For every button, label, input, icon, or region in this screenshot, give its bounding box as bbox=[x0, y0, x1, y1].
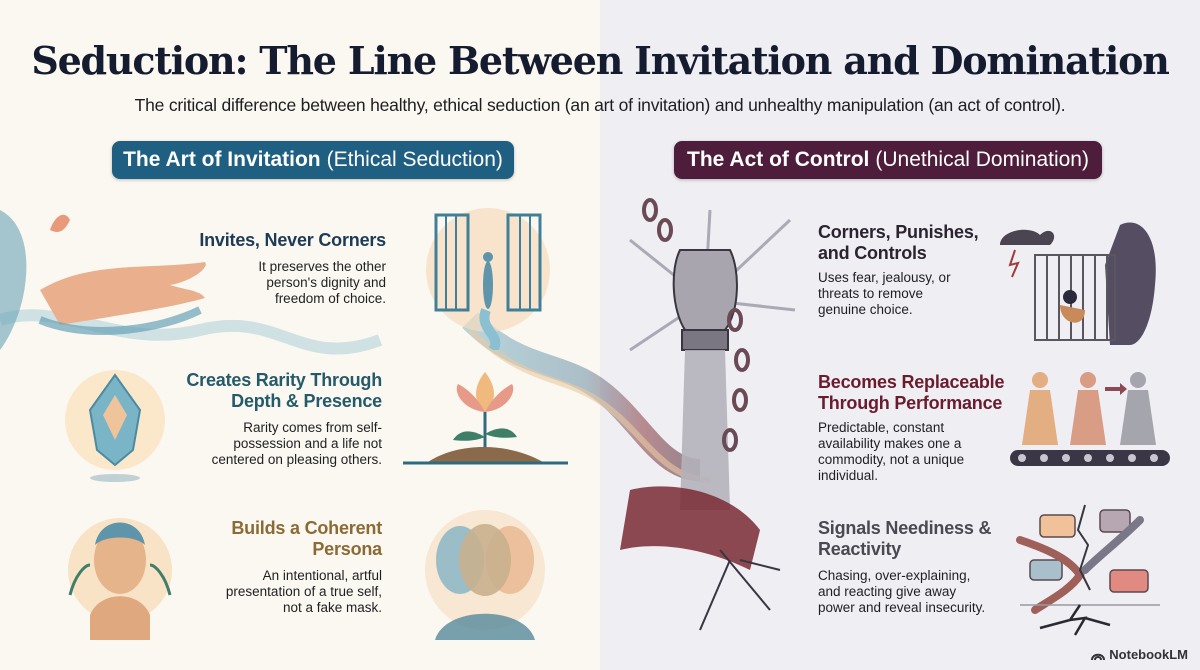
notebooklm-logo-icon bbox=[1091, 653, 1106, 660]
offering-hand-icon bbox=[0, 210, 206, 350]
right-item-1: Corners, Punishes, and Controls Uses fea… bbox=[818, 222, 998, 318]
left-item-body: An intentional, artful presentation of a… bbox=[225, 568, 382, 615]
right-header-light: (Unethical Domination) bbox=[875, 148, 1089, 171]
conveyor-mannequins-icon bbox=[1010, 372, 1170, 466]
page-title: Seduction: The Line Between Invitation a… bbox=[31, 38, 1170, 83]
right-item-body: Chasing, over-explaining, and reacting g… bbox=[818, 568, 986, 615]
page-subtitle: The critical difference between healthy,… bbox=[134, 95, 1066, 115]
crystal-gem-icon bbox=[65, 370, 165, 482]
left-item-heading: Invites, Never Corners bbox=[199, 230, 386, 250]
left-item-1: Invites, Never Corners It preserves the … bbox=[150, 230, 386, 307]
right-item-heading: Signals Neediness & Reactivity bbox=[818, 518, 992, 559]
right-item-heading: Becomes Replaceable Through Performance bbox=[818, 372, 1005, 413]
layered-faces-icon bbox=[425, 510, 545, 640]
notebooklm-watermark: NotebookLM bbox=[1091, 647, 1188, 662]
left-item-3: Builds a Coherent Persona An intentional… bbox=[200, 518, 382, 616]
left-section-header: The Art of Invitation (Ethical Seduction… bbox=[112, 141, 514, 179]
left-item-body: Rarity comes from self-possession and a … bbox=[211, 420, 382, 467]
right-section-header: The Act of Control (Unethical Domination… bbox=[674, 141, 1102, 179]
right-item-2: Becomes Replaceable Through Performance … bbox=[818, 372, 1018, 484]
left-item-heading: Builds a Coherent Persona bbox=[231, 518, 382, 559]
right-item-body: Uses fear, jealousy, or threats to remov… bbox=[818, 270, 951, 317]
left-header-light: (Ethical Seduction) bbox=[326, 148, 503, 171]
left-item-2: Creates Rarity Through Depth & Presence … bbox=[160, 370, 382, 468]
lotus-flower-icon bbox=[403, 372, 568, 465]
cracked-ground-icon bbox=[1016, 504, 1160, 636]
chained-fist-icon bbox=[620, 198, 796, 631]
right-item-heading: Corners, Punishes, and Controls bbox=[818, 222, 979, 263]
serene-face-icon bbox=[68, 518, 172, 640]
cage-shadow-icon bbox=[1000, 222, 1156, 345]
right-item-body: Predictable, constant availability makes… bbox=[818, 420, 965, 483]
open-gates-icon bbox=[426, 208, 550, 350]
right-header-bold: The Act of Control bbox=[687, 148, 870, 171]
right-item-3: Signals Neediness & Reactivity Chasing, … bbox=[818, 518, 1008, 616]
left-header-bold: The Art of Invitation bbox=[123, 148, 321, 171]
brand-label: NotebookLM bbox=[1109, 647, 1188, 662]
left-item-body: It preserves the other person's dignity … bbox=[258, 259, 386, 306]
left-item-heading: Creates Rarity Through Depth & Presence bbox=[186, 370, 382, 411]
